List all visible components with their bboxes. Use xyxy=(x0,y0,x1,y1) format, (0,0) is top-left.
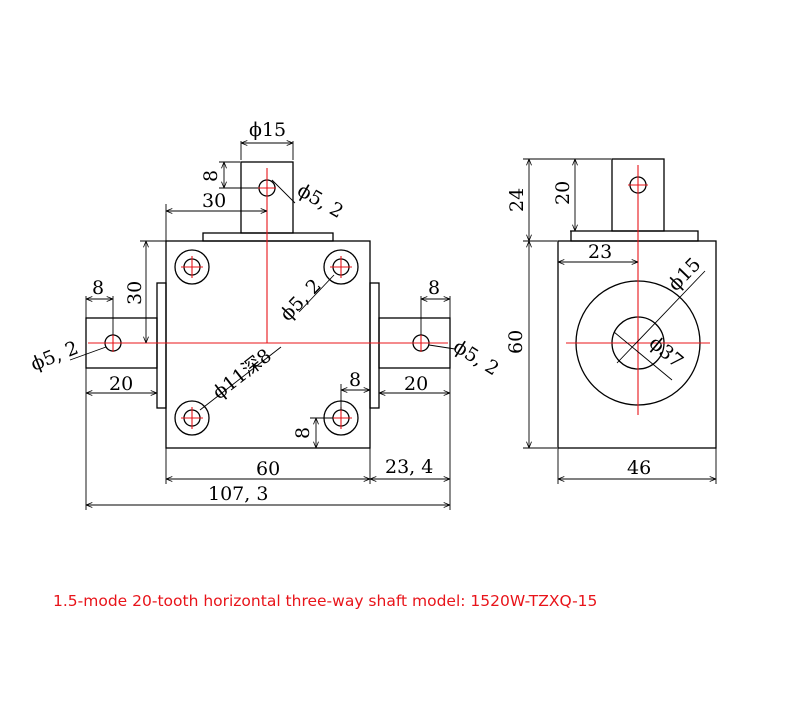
dim-left-shaft-extension: 20 xyxy=(85,368,157,396)
side-collar xyxy=(570,230,699,242)
dim-right-overhang: 23, 4 xyxy=(370,396,451,510)
leader-right-hole: ϕ5, 2 xyxy=(428,336,503,381)
dim-side-hole-height: 20 xyxy=(552,159,611,232)
dim-label: 23, 4 xyxy=(385,456,433,478)
dim-label: ϕ15 xyxy=(249,119,286,141)
dim-side-shaft-height: 24 xyxy=(506,158,611,242)
dim-label: 8 xyxy=(428,277,440,299)
dim-label: 8 xyxy=(92,277,104,299)
right-flange xyxy=(369,282,380,409)
front-view: ϕ15 8 30 ϕ5, 2 ϕ5, 2 xyxy=(28,119,503,510)
left-flange xyxy=(156,282,167,409)
dim-top-hole-offset: 8 xyxy=(200,161,258,189)
dim-label: 23 xyxy=(588,241,612,263)
dim-label: 30 xyxy=(124,281,146,305)
dim-side-center-offset: 23 xyxy=(557,241,638,267)
dim-label: ϕ11深8 xyxy=(209,345,276,404)
dim-label: ϕ37 xyxy=(645,332,688,373)
leader-side-bore: ϕ37 xyxy=(613,331,688,381)
dim-label: 30 xyxy=(202,190,226,212)
dim-label: ϕ5, 2 xyxy=(449,336,502,381)
dim-bottom-hole-offset-y: 8 xyxy=(292,417,333,449)
dim-right-shaft-extension: 20 xyxy=(379,368,451,396)
dim-label: 60 xyxy=(505,330,527,354)
dim-label: ϕ5, 2 xyxy=(28,337,82,376)
dim-label: ϕ5, 2 xyxy=(294,179,348,223)
dim-top-shaft-offset: 30 xyxy=(165,190,267,241)
dim-label: 8 xyxy=(200,170,222,182)
dim-label: 46 xyxy=(627,457,651,479)
leader-top-hole: ϕ5, 2 xyxy=(271,179,348,223)
dim-bottom-hole-offset-x: 8 xyxy=(340,369,370,410)
dim-label: 8 xyxy=(292,427,314,439)
top-collar xyxy=(202,232,334,242)
dim-top-shaft-diameter: ϕ15 xyxy=(240,119,294,160)
dim-side-body-height: 60 xyxy=(505,241,557,449)
side-view: 24 20 23 60 ϕ15 ϕ37 xyxy=(505,158,717,484)
dim-left-shaft-height: 30 xyxy=(124,240,166,343)
gearbox-body xyxy=(165,240,371,449)
leader-counterbore: ϕ11深8 xyxy=(199,345,282,411)
front-centerlines xyxy=(88,168,448,429)
model-caption: 1.5-mode 20-tooth horizontal three-way s… xyxy=(53,592,598,610)
dim-label: 20 xyxy=(404,373,428,395)
dim-overall-width: 107, 3 xyxy=(85,396,450,510)
side-centerlines xyxy=(566,165,710,415)
leader-mount-hole: ϕ5, 2 xyxy=(276,274,335,326)
dim-label: 24 xyxy=(506,188,528,212)
dim-label: 8 xyxy=(349,369,361,391)
dim-label: 60 xyxy=(256,458,280,480)
dim-left-shaft-length: 8 xyxy=(85,277,114,335)
dim-label: 20 xyxy=(109,373,133,395)
dim-label: ϕ5, 2 xyxy=(276,275,326,326)
dim-label: 20 xyxy=(552,181,574,205)
dim-right-shaft-length: 8 xyxy=(420,277,451,335)
dim-side-body-width: 46 xyxy=(557,448,717,484)
dim-body-width: 60 xyxy=(165,448,371,484)
dim-label: 107, 3 xyxy=(208,483,268,505)
